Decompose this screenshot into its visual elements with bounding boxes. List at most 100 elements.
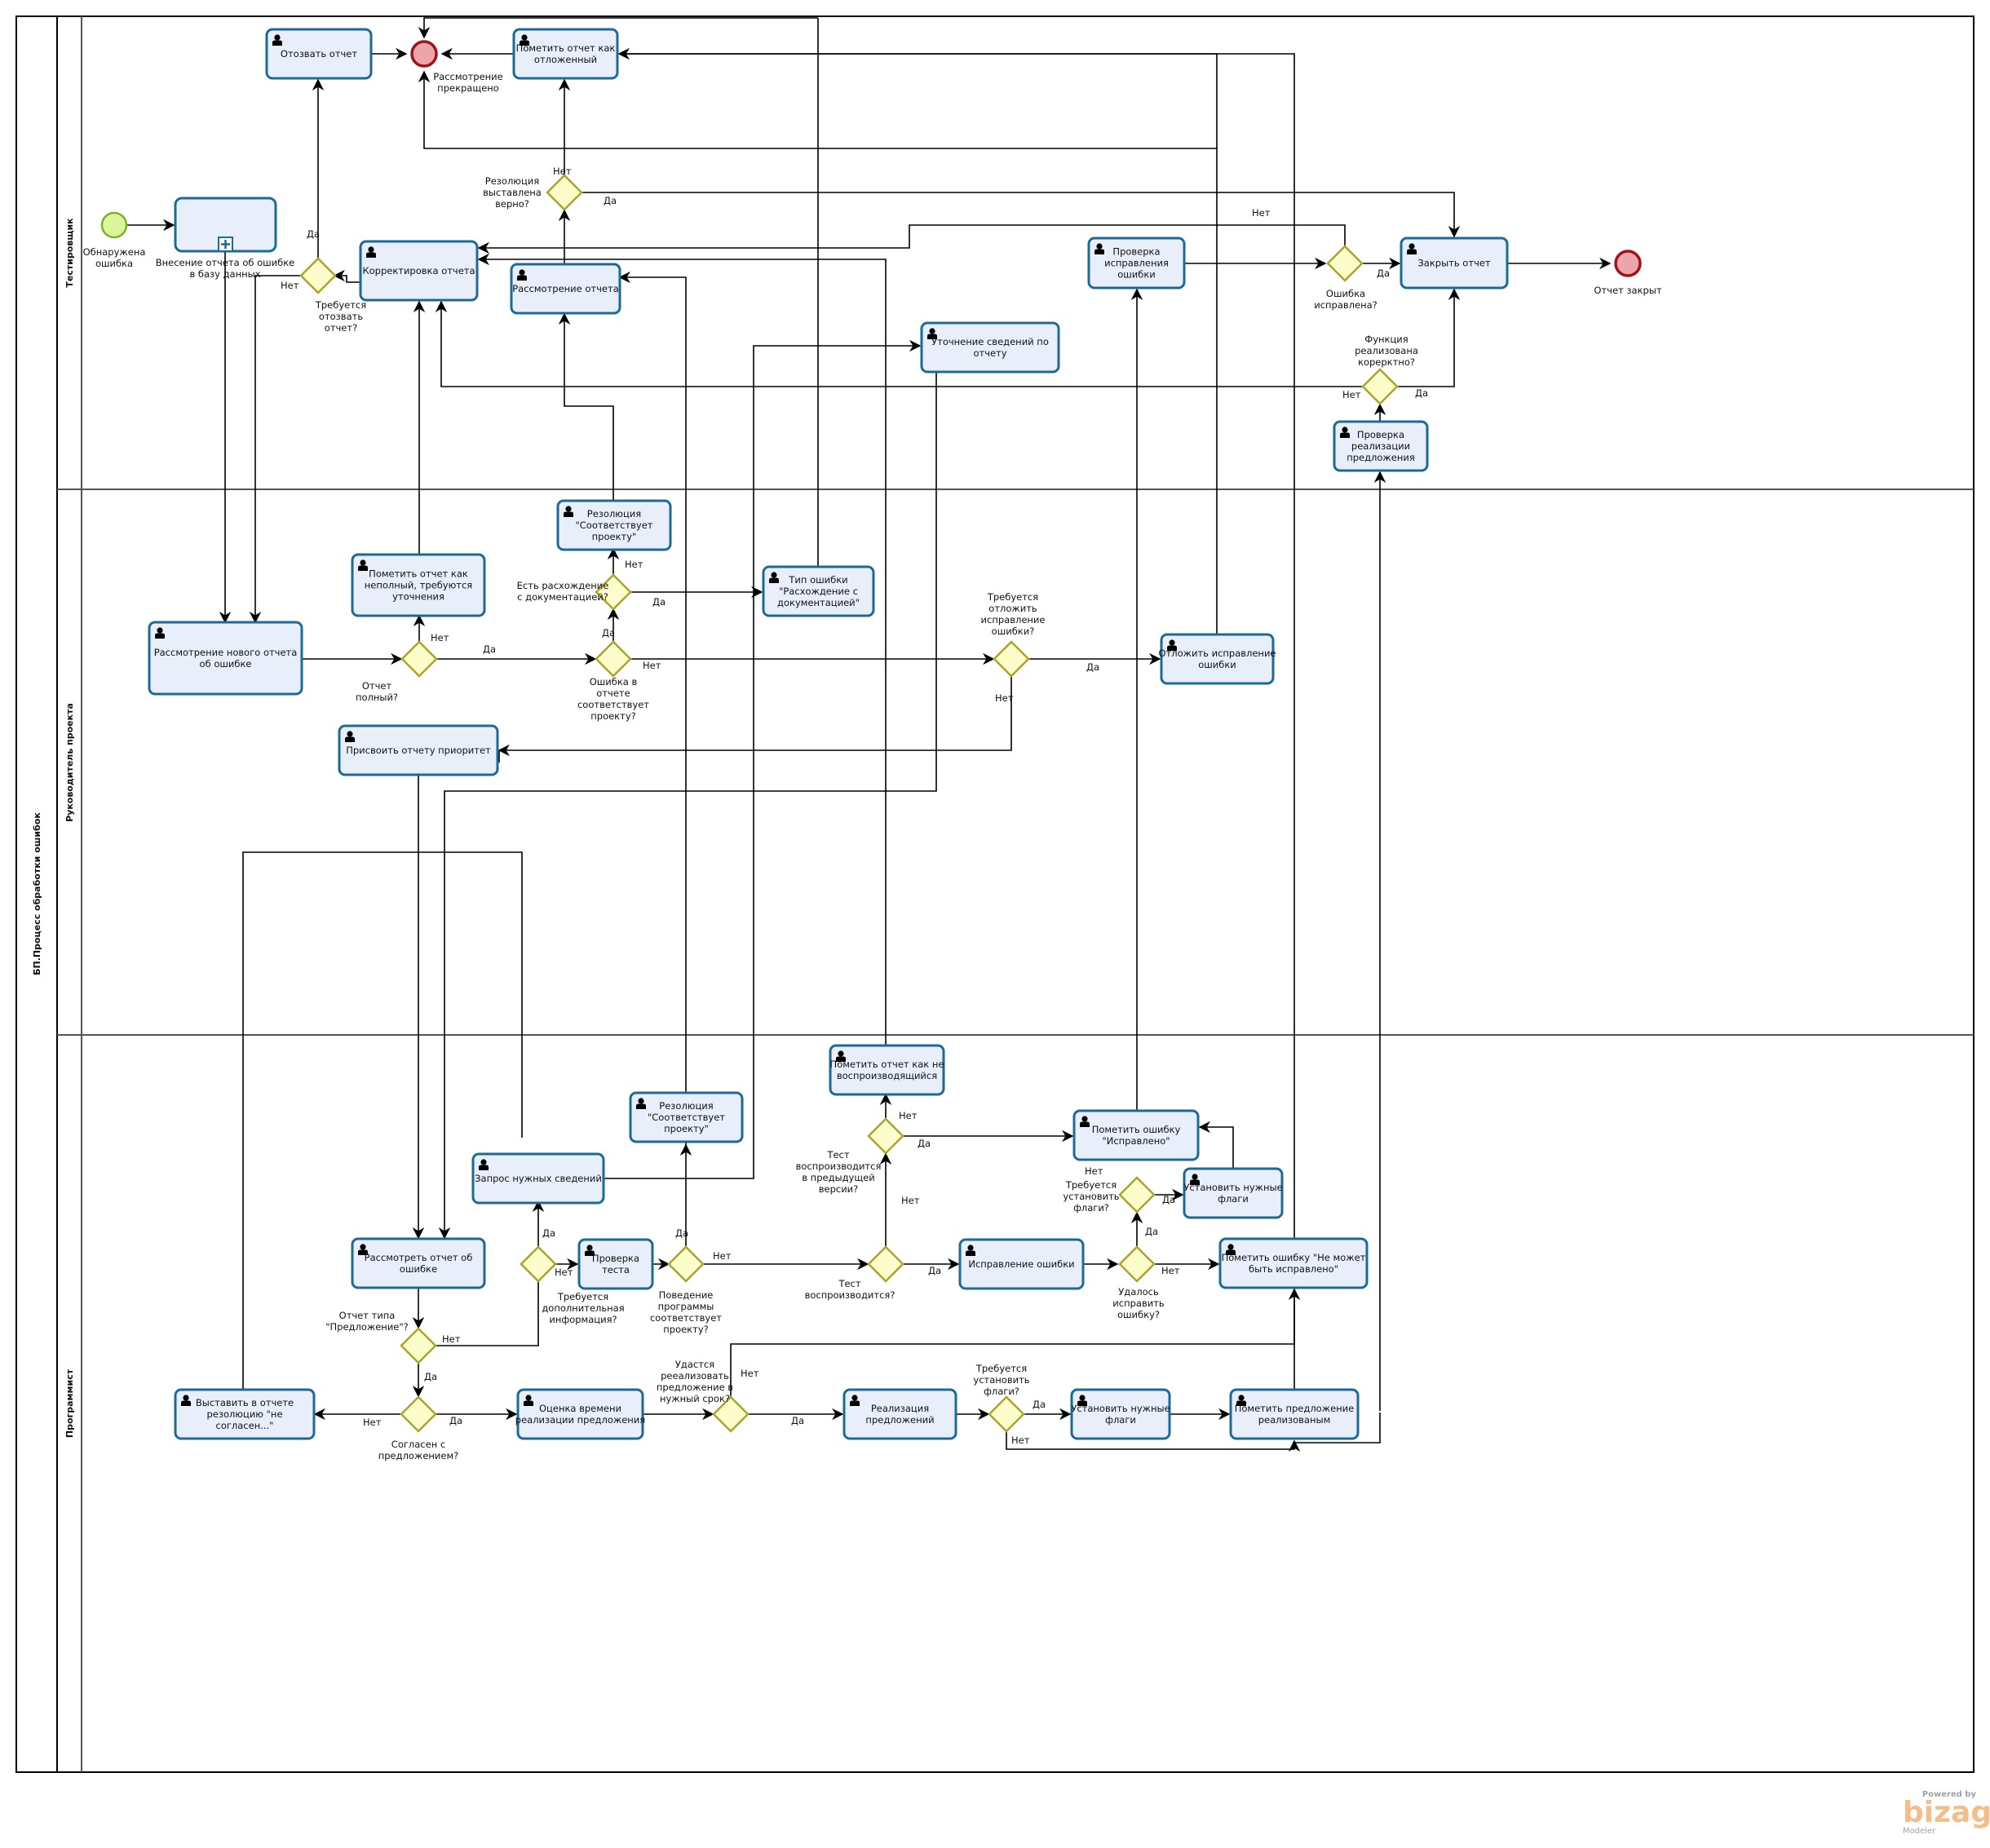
task-review-report[interactable]: Рассмотрение отчета: [510, 263, 621, 315]
flow[interactable]: [617, 47, 1218, 148]
flow-label-no: Нет: [741, 1368, 759, 1379]
flow[interactable]: [582, 192, 1461, 238]
flow[interactable]: [619, 53, 1295, 1427]
flow-label-no: Нет: [1342, 389, 1361, 400]
flow-label-yes: Да: [1377, 267, 1390, 279]
end-event-closed[interactable]: Отчет закрыт: [1594, 250, 1662, 296]
flow[interactable]: [418, 70, 1218, 634]
flow-label-no: Нет: [555, 1267, 573, 1278]
flow-label-yes: Да: [483, 643, 496, 655]
task-fix-bug[interactable]: Исправление ошибки: [958, 1238, 1085, 1290]
flow[interactable]: [418, 17, 818, 39]
gateway-is-proposal[interactable]: Отчет типа"Предложение"?: [325, 1310, 437, 1364]
expand-icon[interactable]: [218, 237, 233, 252]
flow[interactable]: [558, 312, 614, 501]
flow[interactable]: [498, 677, 1012, 757]
flow[interactable]: [333, 269, 360, 283]
flow-label-no: Нет: [643, 660, 661, 671]
gateway-label: Отчет типа"Предложение"?: [325, 1310, 409, 1333]
flow-label-yes: Да: [604, 195, 617, 206]
flow[interactable]: [435, 300, 1362, 387]
flow[interactable]: [242, 851, 523, 1390]
flow[interactable]: [477, 224, 1346, 254]
flow-label-no: Нет: [995, 692, 1014, 704]
task-correct-report[interactable]: Корректировка отчета: [359, 240, 479, 302]
flow[interactable]: [438, 372, 937, 1240]
end-event-closed-label: Отчет закрыт: [1594, 285, 1661, 296]
flow[interactable]: [1006, 1432, 1301, 1452]
flow[interactable]: [604, 339, 922, 1179]
flow-label-yes: Да: [652, 596, 666, 608]
task-request-info[interactable]: Запрос нужных сведений: [471, 1152, 605, 1205]
task-recall[interactable]: Отозвать отчет: [265, 28, 373, 80]
task-assign-priority[interactable]: Присвоить отчету приоритет: [338, 724, 499, 776]
flow[interactable]: [1198, 1121, 1234, 1169]
flow[interactable]: [249, 275, 302, 624]
branding-name: bizagi: [1903, 1796, 1990, 1829]
flow[interactable]: [477, 253, 887, 1046]
task-close-report[interactable]: Закрыть отчет: [1400, 237, 1509, 290]
flow[interactable]: [1398, 288, 1461, 387]
flow[interactable]: [618, 271, 687, 1145]
flow[interactable]: [1293, 1413, 1381, 1443]
bizagi-branding: Powered by bizagi Modeler: [1903, 1790, 1990, 1836]
flow-label-no: Нет: [281, 280, 299, 291]
flow[interactable]: [730, 1288, 1301, 1396]
task-mark-fixed[interactable]: Пометить ошибку"Исправлено": [1072, 1109, 1200, 1161]
